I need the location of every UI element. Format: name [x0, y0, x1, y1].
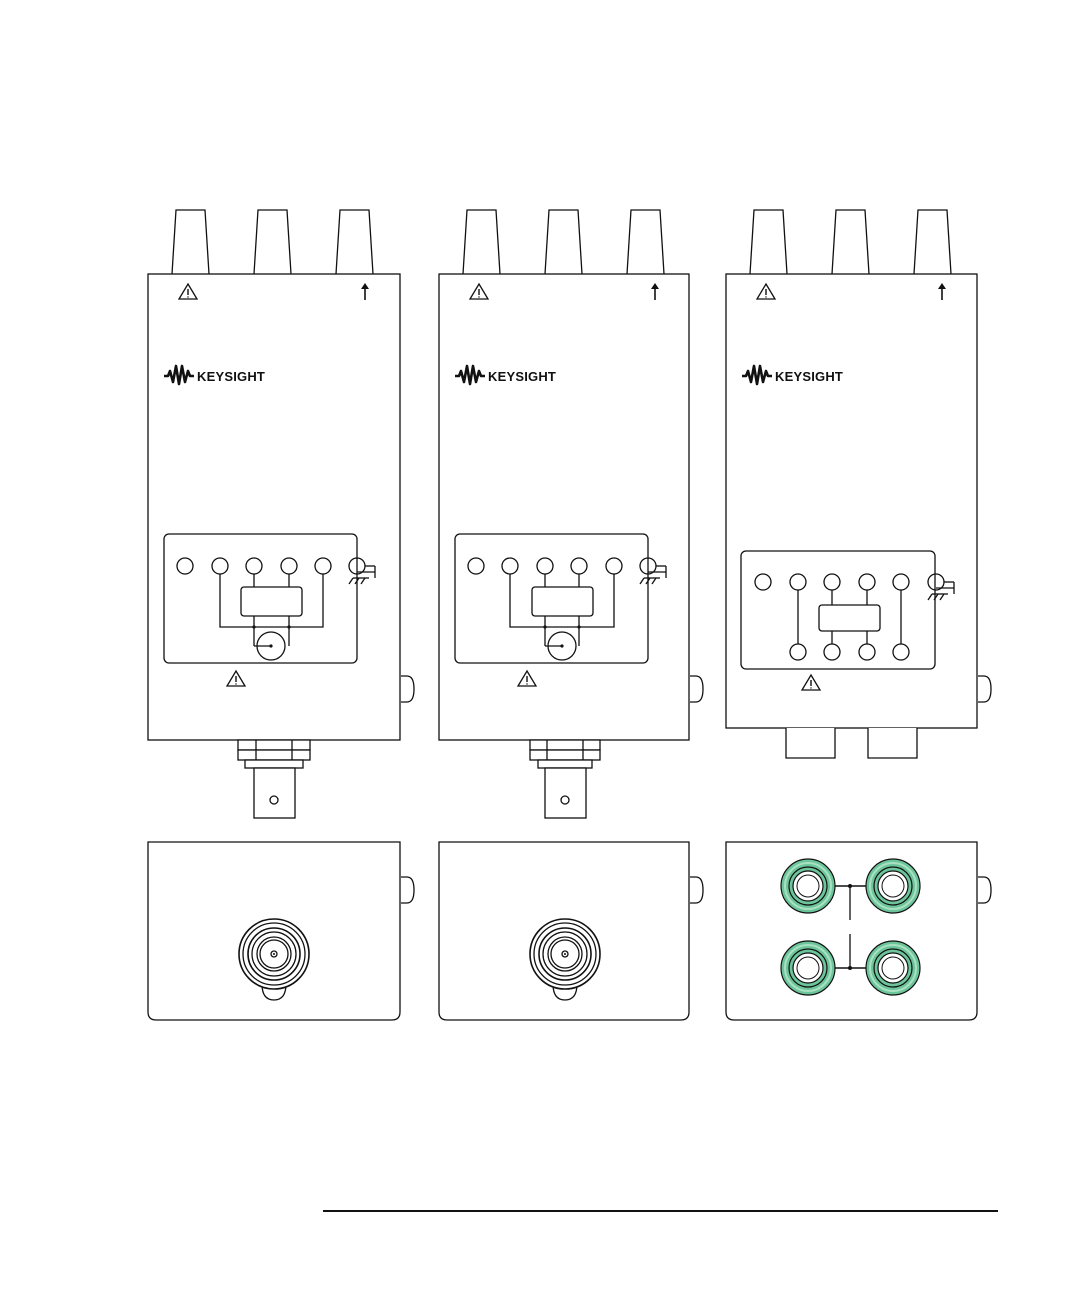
side-knob — [401, 877, 414, 903]
bnc-connector-icon — [530, 740, 600, 818]
bottom-view-b — [439, 842, 703, 1020]
bnc-connector-icon — [238, 740, 310, 818]
side-knob — [690, 676, 703, 702]
side-knob — [401, 676, 414, 702]
top-connector — [336, 210, 373, 274]
top-connector — [172, 210, 209, 274]
brand-name: KEYSIGHT — [775, 369, 843, 384]
binding-post-icon — [781, 941, 835, 995]
brand-name: KEYSIGHT — [197, 369, 265, 384]
side-knob — [978, 877, 991, 903]
bottom-connector — [868, 728, 917, 758]
bottom-view-c — [726, 842, 991, 1020]
top-connector — [254, 210, 291, 274]
top-connector — [545, 210, 582, 274]
side-knob — [978, 676, 991, 702]
device-bnc-adapter-a: KEYSIGHT — [148, 210, 414, 818]
top-connector — [750, 210, 787, 274]
side-knob — [690, 877, 703, 903]
device-binding-post-adapter: KEYSIGHT — [726, 210, 991, 758]
device-bnc-adapter-b: KEYSIGHT — [439, 210, 703, 818]
bottom-connector — [786, 728, 835, 758]
top-connector — [832, 210, 869, 274]
top-connector — [463, 210, 500, 274]
top-connector — [627, 210, 664, 274]
binding-post-icon — [866, 859, 920, 913]
device-body — [439, 274, 689, 740]
binding-post-icon — [866, 941, 920, 995]
device-body — [148, 274, 400, 740]
top-connector — [914, 210, 951, 274]
binding-post-icon — [781, 859, 835, 913]
footer-rule — [323, 1210, 998, 1212]
brand-name: KEYSIGHT — [488, 369, 556, 384]
bottom-view-a — [148, 842, 414, 1020]
schematic-box — [532, 587, 593, 616]
schematic-box — [241, 587, 302, 616]
schematic-box — [819, 605, 880, 631]
